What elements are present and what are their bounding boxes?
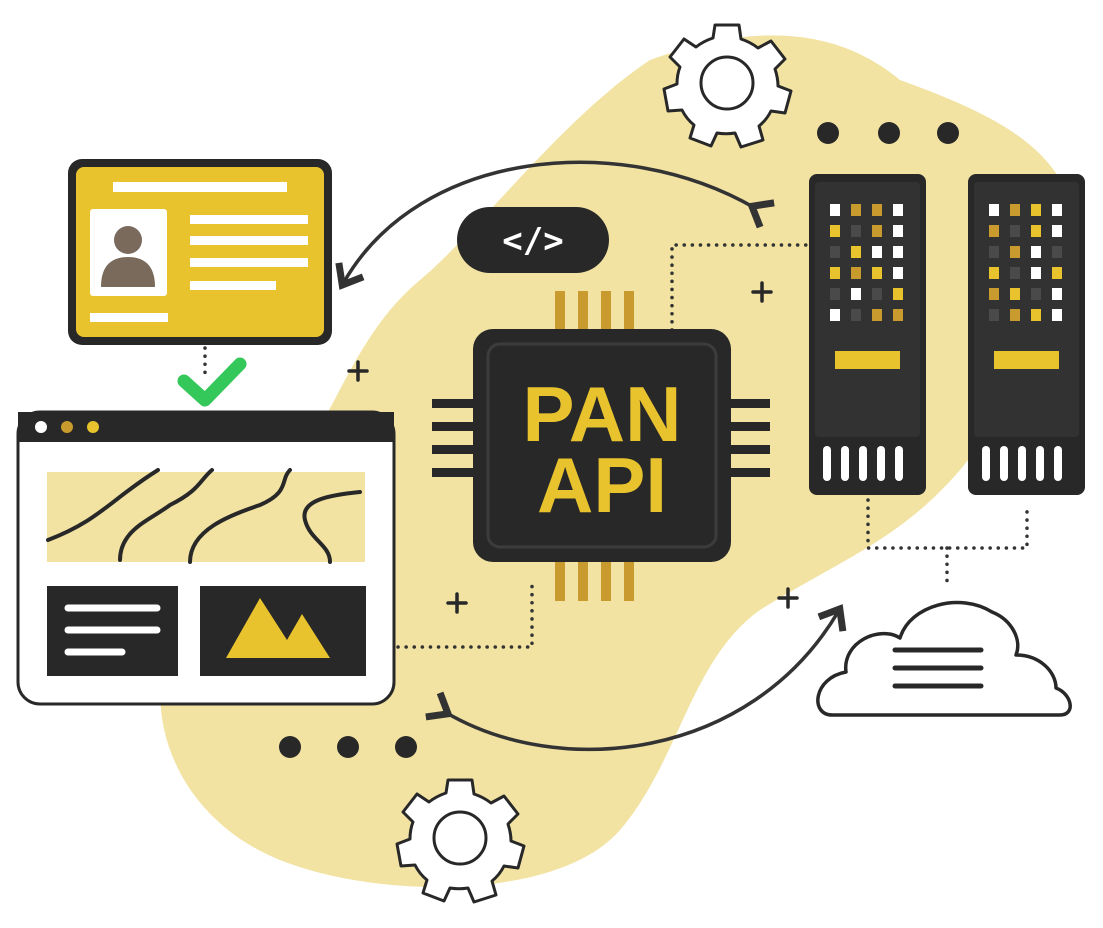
mountain-icon xyxy=(226,598,330,658)
rack-led xyxy=(851,309,861,321)
rack-vent xyxy=(1054,446,1062,481)
dotted-connectors xyxy=(203,243,1029,649)
chip-label-line1: PAN xyxy=(523,370,682,458)
cloud-icon xyxy=(816,600,1072,717)
rack-led xyxy=(830,309,840,321)
server-rack xyxy=(968,174,1085,495)
image-tile xyxy=(200,586,366,676)
rack-led xyxy=(830,246,840,258)
rack-vent xyxy=(1036,446,1044,481)
rack-led xyxy=(872,225,882,237)
rack-led xyxy=(1031,267,1041,279)
rack-led xyxy=(1052,225,1062,237)
rack-led xyxy=(872,309,882,321)
ellipsis-dots-top xyxy=(817,122,959,144)
rack-led xyxy=(1031,309,1041,321)
rack-led xyxy=(893,288,903,300)
api-chip: PAN API xyxy=(473,329,731,562)
rack-led xyxy=(1052,288,1062,300)
map-contour-lines xyxy=(46,468,362,564)
rack-led xyxy=(893,246,903,258)
rack-led xyxy=(851,246,861,258)
rack-led xyxy=(851,204,861,216)
rack-led xyxy=(893,267,903,279)
rack-led xyxy=(893,309,903,321)
rack-display xyxy=(994,351,1059,369)
code-badge-text: </> xyxy=(502,221,563,261)
code-badge: </> xyxy=(457,207,609,273)
rack-display xyxy=(835,351,900,369)
map-banner xyxy=(47,472,365,562)
rack-led xyxy=(989,246,999,258)
rack-vent xyxy=(1000,446,1008,481)
ellipsis-dots-bottom xyxy=(279,736,417,758)
rack-vent xyxy=(823,446,831,481)
gear-icon xyxy=(662,23,793,149)
rack-led xyxy=(1010,309,1020,321)
checkmark-icon xyxy=(177,357,247,407)
rack-led xyxy=(872,204,882,216)
rack-led xyxy=(1031,288,1041,300)
rack-led xyxy=(1010,288,1020,300)
rack-led xyxy=(1052,204,1062,216)
person-avatar-icon xyxy=(101,226,155,287)
rack-vent xyxy=(982,446,990,481)
rack-led xyxy=(1010,267,1020,279)
gear-icon xyxy=(395,778,526,904)
rack-vent xyxy=(859,446,867,481)
rack-led xyxy=(830,288,840,300)
profile-card xyxy=(68,159,332,345)
rack-led xyxy=(1010,204,1020,216)
rack-led xyxy=(1010,246,1020,258)
rack-led xyxy=(1010,225,1020,237)
rack-led xyxy=(830,267,840,279)
browser-window xyxy=(16,410,396,706)
rack-led xyxy=(1052,246,1062,258)
rack-led xyxy=(989,267,999,279)
rack-led xyxy=(989,225,999,237)
rack-led xyxy=(851,288,861,300)
rack-vent xyxy=(841,446,849,481)
plus-signs xyxy=(347,281,799,614)
rack-led xyxy=(1031,246,1041,258)
rack-led xyxy=(1052,309,1062,321)
rack-vent xyxy=(1018,446,1026,481)
rack-vent xyxy=(877,446,885,481)
rack-led xyxy=(851,267,861,279)
server-rack xyxy=(809,174,926,495)
window-dot-yellow xyxy=(87,421,99,433)
rack-led xyxy=(851,225,861,237)
rack-led xyxy=(872,246,882,258)
rack-led xyxy=(893,225,903,237)
rack-led xyxy=(989,309,999,321)
rack-led xyxy=(830,204,840,216)
curved-arrows xyxy=(335,160,847,752)
rack-led xyxy=(1052,267,1062,279)
rack-led xyxy=(893,204,903,216)
rack-led xyxy=(872,267,882,279)
rack-led xyxy=(1031,204,1041,216)
rack-led xyxy=(1031,225,1041,237)
rack-led xyxy=(989,288,999,300)
rack-led xyxy=(872,288,882,300)
chip-pins xyxy=(432,291,770,601)
window-dot-white xyxy=(35,421,47,433)
rack-vent xyxy=(895,446,903,481)
rack-led xyxy=(830,225,840,237)
chip-label-line2: API xyxy=(537,441,667,529)
rack-led xyxy=(989,204,999,216)
window-dot-gold xyxy=(61,421,73,433)
text-lines xyxy=(64,604,161,656)
